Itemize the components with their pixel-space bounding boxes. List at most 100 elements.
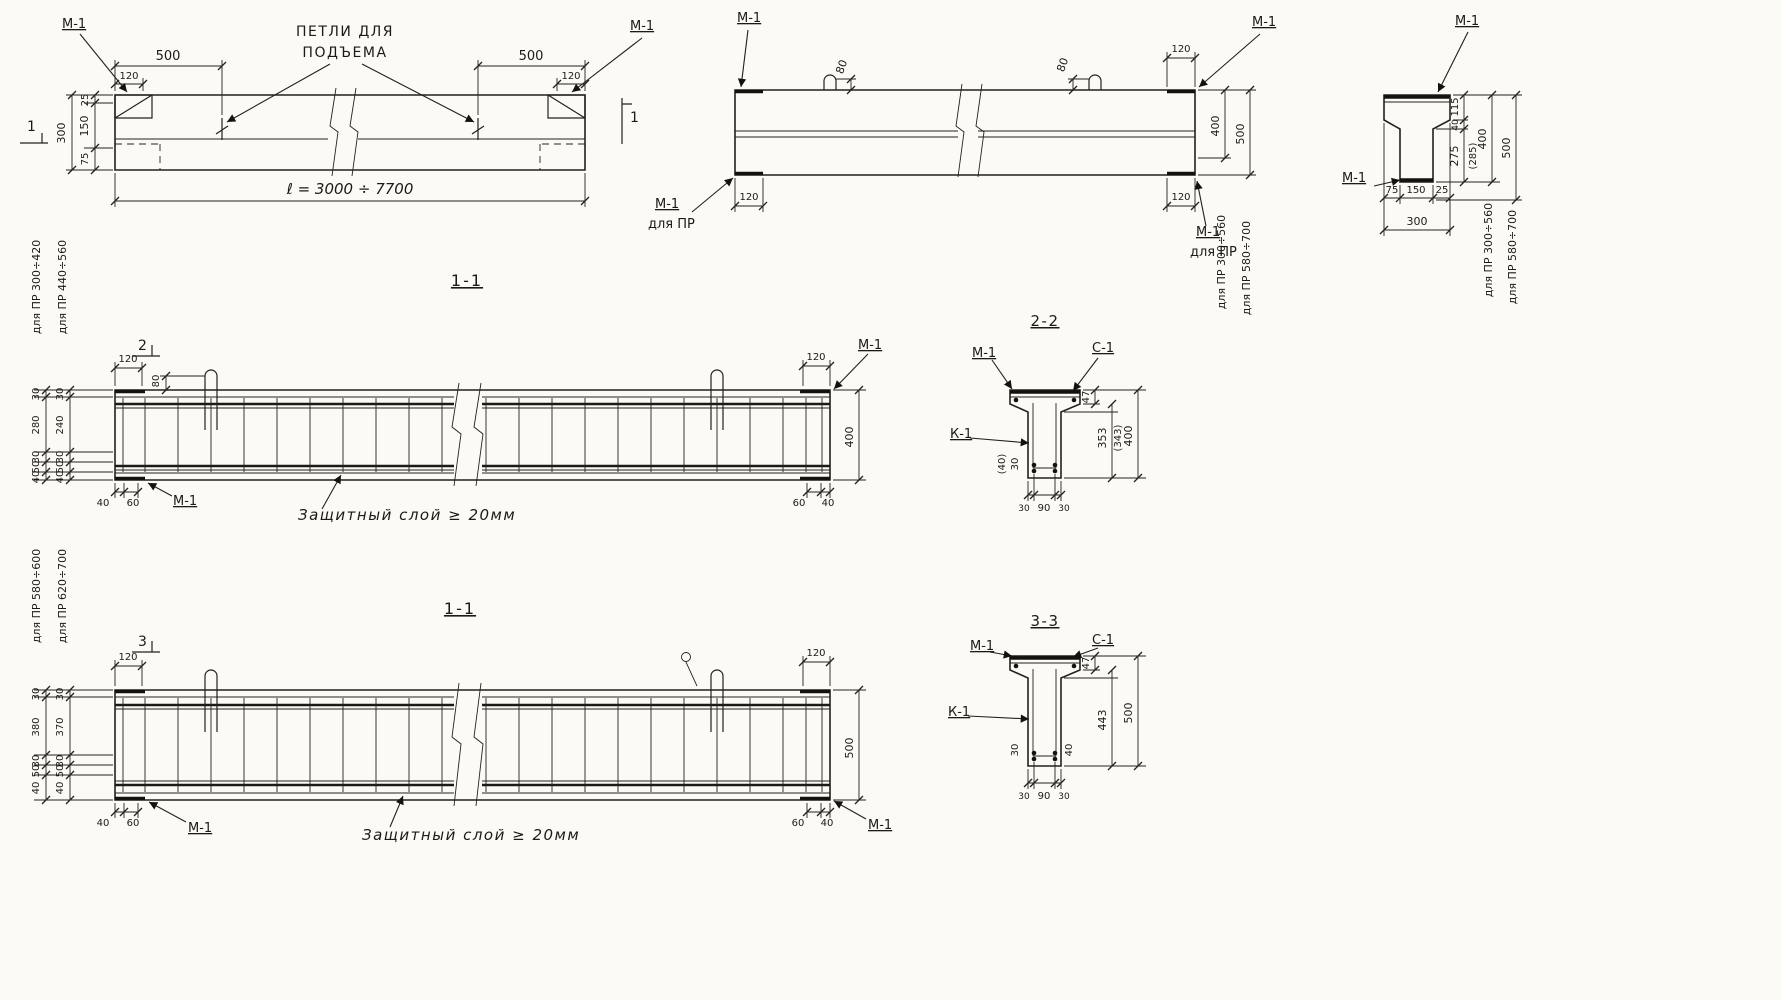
m1-leader-bottom-right [1194,180,1207,227]
dim-75-label: 75 [1386,185,1399,196]
section-1-1-bottom: 1-1 3 М-1 М-1 120 120 500 40 60 60 40 За… [30,549,892,844]
dimension-ticks [730,53,1255,211]
beam-elevation-view: М-1 М-1 80 80 120 120 120 400 500 для ПР… [648,11,1276,315]
flange-lines [115,396,830,474]
extension-lines [1027,655,1146,789]
dim-left-outer-4: 40 [31,471,42,484]
m1-label: М-1 [1342,171,1366,186]
dim-left-inner-4: 40 [55,471,66,484]
dim-120-left-label: 120 [118,652,137,663]
dim-120-right-label: 120 [806,648,825,659]
k1-leader [969,437,1030,447]
loop-detail-leader [685,661,698,687]
dimension-lines [1028,656,1139,784]
section-1-marker-left-flag [20,133,48,144]
range-500-label: для ПР 580÷700 [1240,221,1253,315]
section-3-3: 3-3 М-1 С-1 К-1 47 443 500 30 40 30 90 3… [948,612,1146,802]
range-b-label: для ПР 440÷560 [56,240,69,334]
loop-leader-left [226,63,331,123]
m1-label: М-1 [188,821,212,836]
dim-400-label: 400 [1209,116,1222,137]
rebar-dot [1031,756,1037,762]
dim-47-label: 47 [1081,657,1092,670]
embed-plates [115,389,830,481]
dim-120-top-right-label: 120 [1171,44,1190,55]
dim-left-inner-1: 240 [55,415,66,434]
dim-40-cover-label: 40 [1064,744,1075,757]
dim-40-right-label: 40 [821,818,834,829]
dimension-lines [71,65,585,202]
dim-400-label: 400 [1122,426,1135,447]
m1-leader-top-right [1198,33,1261,88]
m1-leader-bottom-left [148,801,187,823]
cover-note-leader [321,474,342,510]
dim-left-inner-1: 370 [55,717,66,736]
dim-left-outer-3: 50 [31,461,42,474]
m1-leader-left [79,33,128,93]
m1-leader-top-right [833,353,869,390]
m1-leader-bottom-left [691,177,734,213]
dim-400-label: 400 [1476,129,1489,150]
section-1-marker-right: 1 [630,110,639,126]
m1-label: М-1 [62,17,86,32]
break-lines [451,382,484,487]
m1-leader-left [1373,177,1401,187]
dim-30-cover-label: 30 [1010,458,1021,471]
dim-120-left-label: 120 [118,354,137,365]
dimension-lines [735,57,1251,207]
m1-label: М-1 [1252,15,1276,30]
extension-lines [734,52,1256,212]
longitudinal-bars-thin [115,407,830,471]
dim-80-right-label: 80 [1054,56,1071,74]
m1-label: М-1 [173,494,197,509]
beam-end-view: М-1 М-1 115 40 275 (285) 400 500 для ПР … [1342,14,1522,304]
dim-400-label: 400 [843,427,856,448]
dim-40-left-label: 40 [97,498,110,509]
beam-outline [114,94,586,171]
m1-label: М-1 [630,19,654,34]
loop-leader-right [361,63,475,123]
lifting-loop-marks [215,118,485,140]
dim-500-label: 500 [1122,703,1135,724]
section-3-marker-flag [132,641,160,653]
dimension-ticks [67,61,590,206]
length-dim-label: ℓ = 3000 ÷ 7700 [286,180,414,198]
dlya-pr-label: для ПР [648,217,695,232]
dim-75-label: 75 [80,153,91,166]
dim-120-bottom-right-label: 120 [1171,192,1190,203]
dim-left-outer-3: 50 [31,765,42,778]
section-3-marker: 3 [138,634,147,650]
m1-label: М-1 [1196,225,1220,240]
rebar-dot [1071,663,1077,669]
section-2-marker: 2 [138,338,147,354]
dim-120-bottom-left-label: 120 [739,192,758,203]
dim-bottom-0: 30 [1018,792,1030,802]
m1-leader [991,359,1013,390]
m1-label: М-1 [655,197,679,212]
dlya-pr-label: для ПР [1190,245,1237,260]
dim-30-cover-label: 30 [1010,744,1021,757]
section-2-marker-flag [132,345,160,357]
dim-left-inner-0: 30 [55,688,66,701]
k1-leader [967,714,1030,723]
dimension-lines [45,365,860,493]
dim-150-label: 150 [78,116,91,137]
embed-plates [735,89,1195,176]
dim-500-right-label: 500 [519,49,544,64]
section-1-1-top: 1-1 2 М-1 М-1 120 80 120 400 40 60 60 40… [30,240,882,524]
dimension-ticks [1023,385,1143,500]
dim-40-left-label: 40 [97,818,110,829]
dim-60-left-label: 60 [127,818,140,829]
extension-lines [34,360,866,498]
dimension-ticks [41,657,864,817]
dim-left-outer-1: 280 [31,415,42,434]
dim-60-right-label: 60 [792,818,805,829]
range-400-label: для ПР 300÷560 [1482,203,1495,297]
cover-note: Защитный слой ≥ 20мм [362,826,580,844]
lifting-loops [204,369,724,430]
dim-500-label: 500 [1500,138,1513,159]
m1-label: М-1 [858,338,882,353]
m1-label: М-1 [972,346,996,361]
